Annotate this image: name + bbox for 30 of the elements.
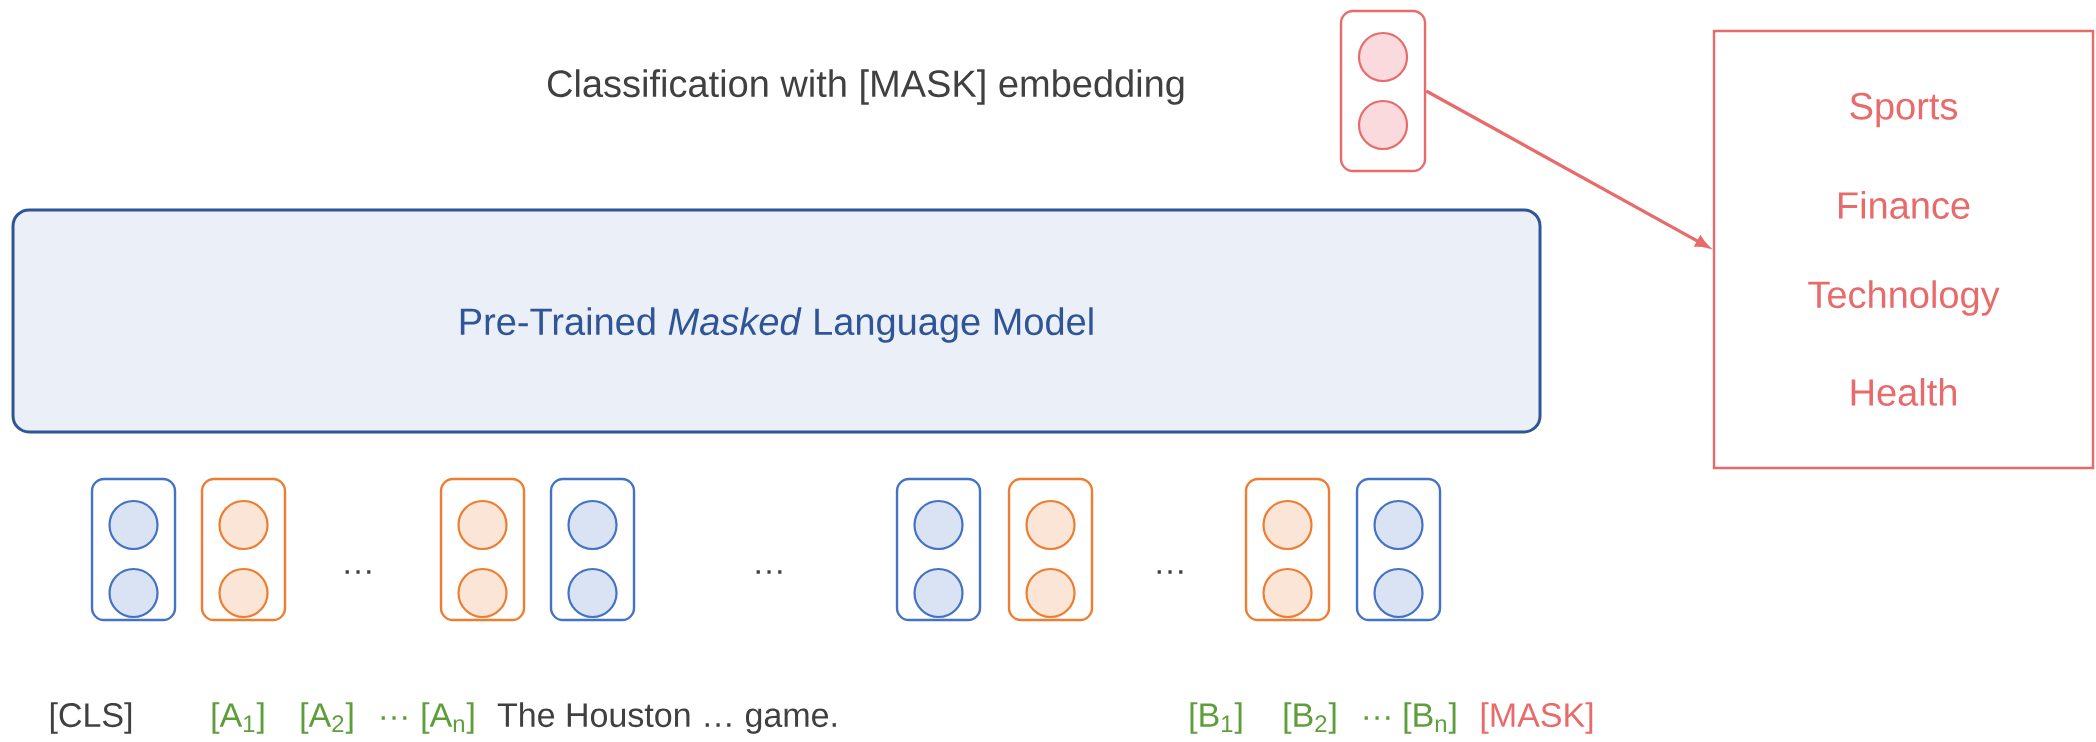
token-label: [A$_{1}$] xyxy=(212,702,264,734)
token-label: The Houston … game. xyxy=(497,702,836,734)
token-label: [MASK] xyxy=(1481,702,1593,734)
category-label: Technology xyxy=(1808,280,2000,316)
token-label: [A$_{n}$] xyxy=(422,702,474,734)
category-box xyxy=(1712,29,2095,470)
embedding-vector xyxy=(895,477,982,622)
token-label: [B$_{2}$] xyxy=(1284,702,1336,734)
embedding-vector xyxy=(439,477,526,622)
token-label: [B$_{1}$] xyxy=(1190,702,1242,734)
token-label: … xyxy=(1364,716,1390,720)
ellipsis: … xyxy=(1157,570,1183,574)
category-label: Finance xyxy=(1839,191,1970,219)
category-label: Sports xyxy=(1850,92,1958,128)
embedding-vector xyxy=(1339,9,1427,173)
ellipsis: … xyxy=(756,570,782,574)
category-label: Health xyxy=(1851,378,1956,406)
model-box: Pre-Trained Masked Language Model xyxy=(11,208,1542,434)
token-label: … xyxy=(381,716,407,720)
embedding-vector xyxy=(1007,477,1094,622)
ellipsis: … xyxy=(345,570,371,574)
embedding-vector xyxy=(90,477,177,622)
token-label: [CLS] xyxy=(50,702,132,734)
heading: Classification with [MASK] embedding xyxy=(547,69,1184,105)
token-label: [A$_{2}$] xyxy=(301,702,353,734)
embedding-vector xyxy=(549,477,636,622)
embedding-vector xyxy=(200,477,287,622)
token-label: [B$_{n}$] xyxy=(1404,702,1456,734)
embedding-vector xyxy=(1244,477,1331,622)
embedding-vector xyxy=(1355,477,1442,622)
